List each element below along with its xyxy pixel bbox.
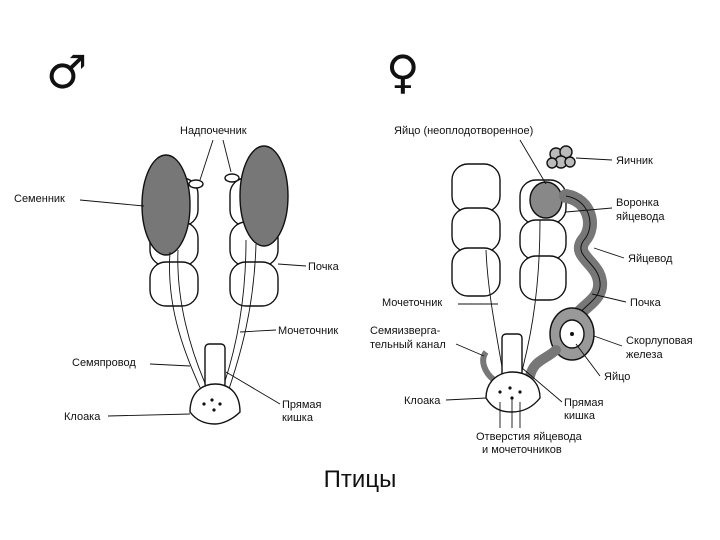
male-rectum [204,343,226,389]
leader-male-cloaca [107,413,191,417]
label-male-rectum-1: Прямая [282,399,322,411]
leader-male-ureter [239,329,277,333]
leader-male-rectum [225,371,281,405]
label-female-shell-gland-2: железа [626,349,663,361]
label-female-ovary: Яичник [616,155,653,167]
label-female-ureter: Мочеточник [382,297,442,309]
label-female-shell-gland-1: Скорлуповая [626,335,693,347]
leader-male-testis [79,199,145,207]
female-cloaca-openings [498,386,522,400]
leader-female-egg-unfertilized [519,139,547,185]
leader-male-adrenal [199,139,214,181]
label-male-testis: Семенник [14,193,65,205]
female-ovary [546,145,576,169]
label-female-egg-unfertilized: Яйцо (неоплодотворенное) [394,125,533,137]
leader-male-kidney [277,263,307,267]
leader-male-vas-deferens [149,363,191,367]
label-female-rectum-2: кишка [564,410,596,422]
leader-female-seminal [455,343,485,357]
label-male-kidney: Почка [308,261,340,273]
label-female-funnel-1: Воронка [616,197,660,209]
female-egg-center [570,332,574,336]
female-egg-unfertilized [529,181,563,219]
male-ureter-left [177,249,209,391]
label-male-rectum-2: кишка [282,412,314,424]
female-cloaca [485,371,541,413]
male-symbol: ♂ [46,45,87,99]
leader-female-egg [575,343,601,377]
label-female-openings-2: и мочеточников [482,444,562,456]
leader-male-adrenal-2 [222,139,232,173]
caption: Птицы [323,466,397,493]
male-cloaca [189,383,241,425]
leader-female-rectum [521,367,563,403]
male-adrenal-right [224,173,240,183]
label-female-rectum-1: Прямая [564,397,604,409]
label-female-seminal-1: Семяизверга- [370,325,441,337]
female-seminal-duct [480,350,496,383]
male-testis-left [141,154,191,256]
male-ureter-right [221,239,247,391]
female-vagina [525,345,561,381]
leader-female-shell-gland [593,335,623,347]
female-kidney-left [451,163,501,297]
label-female-cloaca: Клоака [404,395,441,407]
female-oviduct [559,189,608,325]
leader-female-kidney [591,293,627,303]
label-female-seminal-2: тельный канал [370,339,446,351]
male-adrenal-left [188,179,204,189]
label-male-cloaca: Клоака [64,411,101,423]
leader-female-cloaca [445,397,487,401]
leader-female-oviduct [593,247,625,259]
male-testis-right [239,145,289,247]
female-symbol: ♀ [386,45,420,99]
male-illustration [141,145,289,425]
label-female-openings-1: Отверстия яйцевода [476,431,583,443]
leader-female-openings [499,398,521,428]
label-female-oviduct: Яйцевод [628,253,673,265]
label-male-ureter: Мочеточник [278,325,338,337]
label-male-adrenal: Надпочечник [180,125,247,137]
female-illustration [451,145,608,413]
male-vas-deferens-right [227,243,257,393]
label-male-vas-deferens: Семяпровод [72,357,136,369]
leader-female-ovary [575,157,613,161]
male-cloaca-openings [202,398,222,412]
label-female-kidney: Почка [630,297,662,309]
male-vas-deferens-left [169,251,203,393]
female-oviduct-outline [565,195,601,319]
label-female-funnel-2: яйцевода [616,211,665,223]
label-female-egg: Яйцо [604,371,630,383]
leader-female-funnel [565,207,613,213]
